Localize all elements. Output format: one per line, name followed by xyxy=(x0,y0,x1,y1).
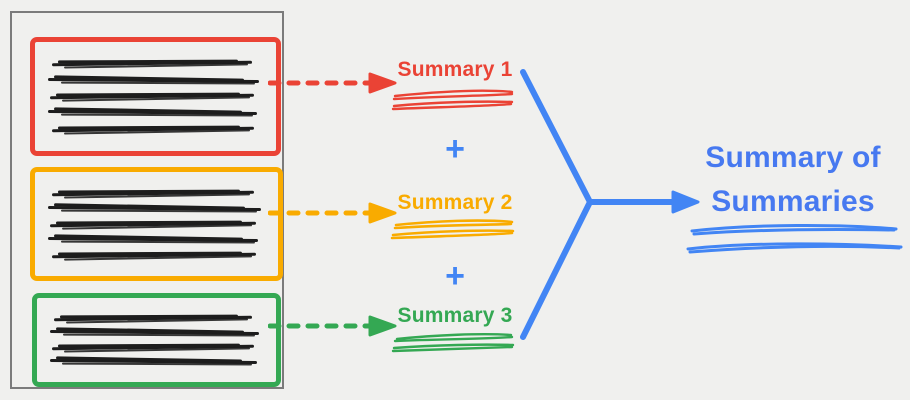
text-scribble-line xyxy=(52,126,255,132)
document-section-2 xyxy=(30,167,283,281)
summary-1-label: Summary 1 xyxy=(397,58,513,81)
result-scribble xyxy=(686,223,903,254)
text-scribble-line xyxy=(52,252,257,258)
document-container xyxy=(10,11,284,389)
summary-of-summaries-title: Summary of Summaries xyxy=(705,141,881,218)
summary-2-label: Summary 2 xyxy=(397,191,513,214)
text-scribble-line xyxy=(52,190,255,196)
summary-1-scribble xyxy=(391,89,514,111)
merge-arrow-icon xyxy=(520,69,700,340)
plus-operator: + xyxy=(445,130,465,168)
text-scribble-line xyxy=(54,315,253,321)
plus-operator: + xyxy=(445,257,465,295)
document-section-1 xyxy=(30,37,281,156)
orange-dashed-arrow-icon xyxy=(268,202,397,224)
document-section-3 xyxy=(32,293,281,387)
text-scribble-line xyxy=(52,61,253,67)
summary-3-scribble xyxy=(391,333,515,353)
text-scribble-line xyxy=(49,359,257,365)
green-dashed-arrow-icon xyxy=(268,315,397,337)
text-scribble-line xyxy=(47,236,259,243)
summary-2-scribble xyxy=(390,219,515,240)
summary-3-label: Summary 3 xyxy=(397,304,513,327)
text-scribble-line xyxy=(47,77,259,83)
text-scribble-line xyxy=(50,93,255,100)
red-dashed-arrow-icon xyxy=(268,72,397,94)
text-scribble-line xyxy=(52,344,255,351)
text-scribble-line xyxy=(50,221,257,227)
text-scribble-line xyxy=(47,205,261,212)
text-scribble-line xyxy=(47,110,257,116)
text-scribble-line xyxy=(49,330,259,336)
